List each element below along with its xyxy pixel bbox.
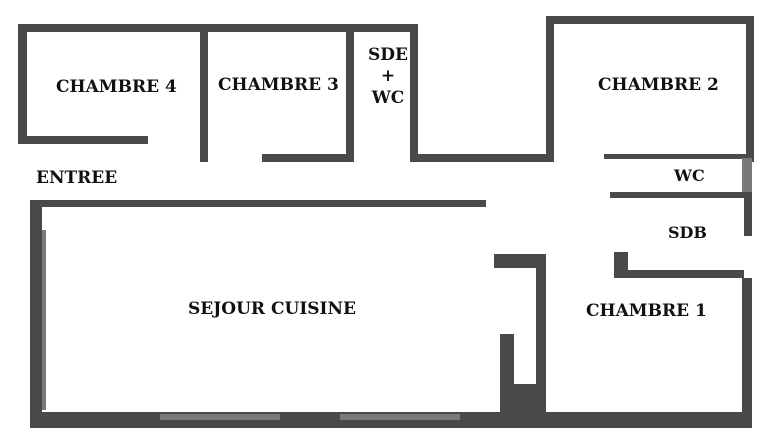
wall-chambre2-bottom	[604, 154, 754, 159]
wall-wc-right	[742, 158, 752, 194]
label-sdb: SDB	[668, 223, 707, 242]
wall-partition-block	[500, 384, 546, 428]
wall-sdb-bottom	[614, 270, 744, 278]
wall-chambre1-right	[742, 278, 752, 428]
wall-sejour-top	[30, 200, 486, 207]
wall-partition-top-return	[494, 254, 546, 268]
label-entree: ENTREE	[36, 168, 118, 188]
label-sde-wc: SDE + WC	[360, 45, 416, 109]
wall-chambre4-chambre3	[200, 24, 208, 162]
wall-partition-vertical	[536, 254, 546, 428]
wall-sde-right	[410, 24, 418, 162]
window-bottom-1	[160, 414, 280, 420]
wall-wc-bottom	[610, 192, 752, 198]
wall-partition-lower-return	[500, 334, 514, 384]
label-chambre2: CHAMBRE 2	[598, 75, 719, 95]
wall-bottom-chambre4	[18, 136, 148, 144]
label-sde-wc-line: WC	[371, 87, 405, 108]
label-plus: +	[380, 66, 396, 87]
label-sejour-cuisine: SEJOUR CUISINE	[188, 299, 356, 319]
wall-left-chambre4	[18, 24, 27, 144]
wall-chambre2-top	[546, 16, 754, 24]
wall-sejour-left-inner	[42, 230, 46, 410]
label-chambre4: CHAMBRE 4	[56, 77, 177, 97]
label-wc: WC	[674, 166, 705, 185]
wall-sejour-left	[30, 200, 42, 428]
wall-top-left	[18, 24, 414, 32]
label-sde: SDE	[368, 45, 408, 65]
wall-bottom-chambre3	[262, 154, 354, 162]
label-chambre1: CHAMBRE 1	[586, 301, 707, 321]
wall-chambre3-sde	[346, 24, 354, 162]
wall-chambre2-left	[546, 16, 554, 162]
label-chambre3: CHAMBRE 3	[218, 75, 339, 95]
wall-corridor-top-middle	[410, 154, 554, 162]
wall-chambre2-right	[746, 16, 754, 162]
window-bottom-2	[340, 414, 460, 420]
wall-sdb-right	[744, 196, 752, 236]
